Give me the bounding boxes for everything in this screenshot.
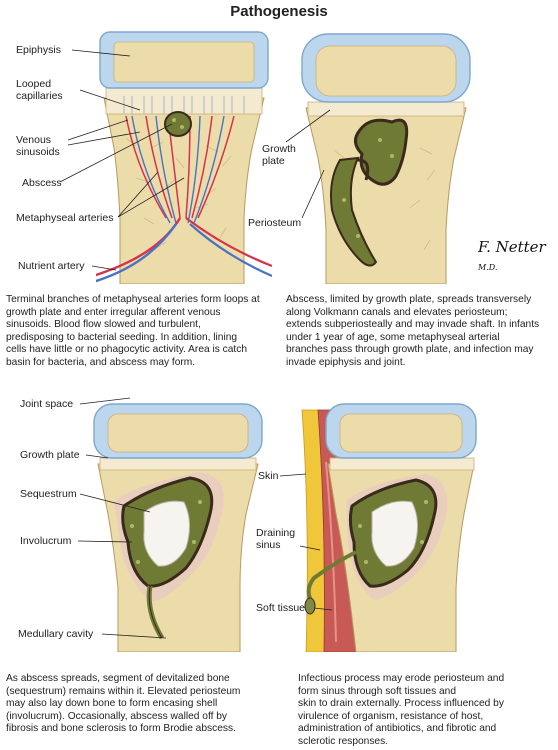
growth-plate [329, 457, 475, 471]
sequestrum [143, 500, 190, 567]
label-venous-sinusoids: Venous sinusoids [16, 134, 60, 158]
panel-1-leader-lines [59, 49, 185, 271]
label-periosteum: Periosteum [248, 217, 302, 229]
label-nutrient-artery: Nutrient artery [18, 260, 85, 272]
draining-sinus [306, 550, 357, 599]
label-draining-sinus: Draining sinus [256, 527, 296, 551]
label-medullary-cavity: Medullary cavity [18, 628, 94, 640]
epiphysis-bone [339, 413, 463, 453]
caption-panel-1: Terminal branches of metaphyseal arterie… [6, 294, 260, 368]
panel-3-illustration [93, 403, 263, 652]
label-metaphyseal-arteries: Metaphyseal arteries [16, 212, 114, 224]
page-title: Pathogenesis [230, 3, 328, 20]
trabecular-texture [125, 137, 232, 249]
signature: F. Netter M.D. [478, 238, 546, 272]
caption-panel-3: As abscess spreads, segment of devitaliz… [6, 673, 241, 735]
abscess [164, 111, 192, 137]
panel-4-illustration [301, 403, 477, 652]
caption-panel-4: Infectious process may erode periosteum … [298, 673, 505, 747]
panel-3-leader-lines [77, 397, 167, 639]
panel-4-leader-lines [279, 473, 333, 611]
epiphysis-bone [315, 45, 457, 97]
label-looped-capillaries: Looped capillaries [16, 78, 63, 102]
epiphysis-bone [113, 41, 255, 83]
bone-shaft [103, 97, 265, 284]
panel-1-illustration [96, 31, 272, 284]
panel-2-illustration [301, 33, 471, 284]
panel-2-leader-lines [285, 109, 331, 219]
label-skin: Skin [258, 470, 279, 482]
label-growth-plate-3: Growth plate [20, 449, 80, 461]
caption-panel-2: Abscess, limited by growth plate, spread… [286, 294, 540, 368]
epiphysis-bone [107, 413, 249, 453]
label-joint-space: Joint space [20, 398, 74, 410]
label-sequestrum: Sequestrum [20, 488, 77, 500]
label-involucrum: Involucrum [20, 535, 72, 547]
sequestrum [371, 500, 418, 567]
label-epiphysis: Epiphysis [16, 44, 61, 56]
subperiosteal-abscess [330, 156, 378, 267]
venous-sinusoids [96, 115, 272, 283]
label-abscess: Abscess [22, 177, 62, 189]
label-soft-tissue: Soft tissue [256, 602, 306, 614]
label-growth-plate: Growth plate [262, 143, 296, 167]
